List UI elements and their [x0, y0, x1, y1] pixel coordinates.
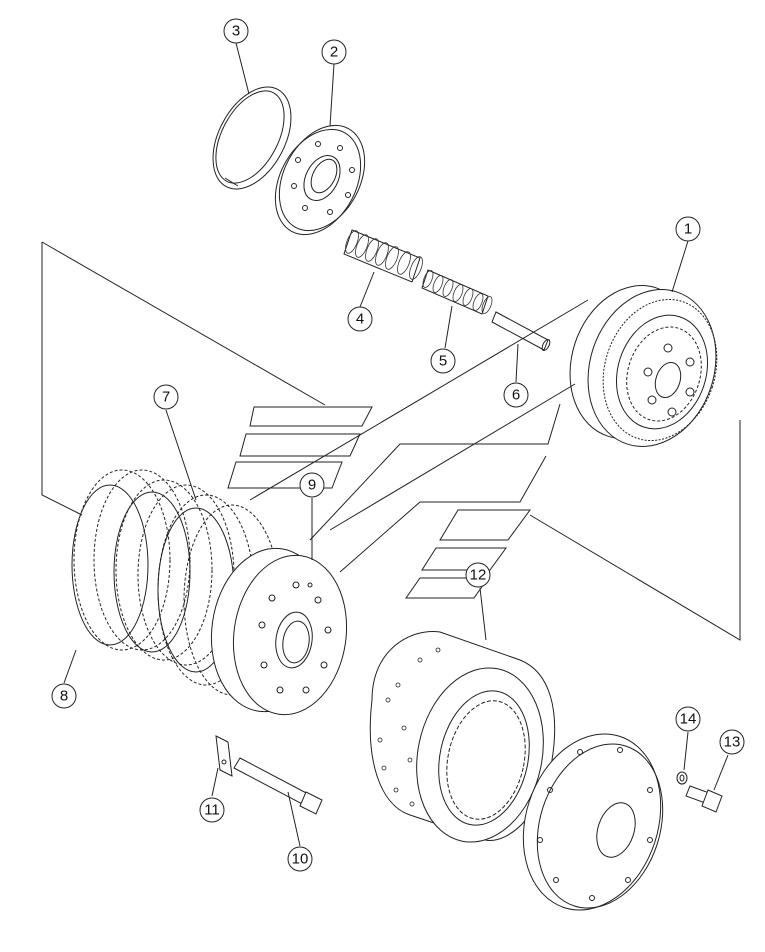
- callout-6: 6: [503, 382, 529, 408]
- cover-plate: [522, 733, 664, 911]
- callout-12: 12: [465, 562, 491, 588]
- callout-3: 3: [223, 18, 249, 44]
- callout-2: 2: [321, 39, 347, 65]
- washer: [676, 771, 688, 785]
- callout-1: 1: [675, 216, 701, 242]
- callout-8: 8: [51, 683, 77, 709]
- ring-gear-hub: [569, 285, 718, 447]
- callout-13: 13: [719, 729, 745, 755]
- leader-lines: [41, 42, 741, 847]
- callout-10-number: 10: [292, 851, 309, 868]
- snap-ring: [212, 86, 292, 190]
- splined-sleeve: [421, 269, 493, 315]
- callout-7-number: 7: [162, 389, 170, 406]
- lock-plate: [215, 735, 233, 777]
- cover-bolt: [685, 785, 723, 813]
- long-bolt: [233, 757, 323, 815]
- callout-5-number: 5: [439, 353, 447, 370]
- callout-3-number: 3: [232, 23, 240, 40]
- callout-10: 10: [287, 846, 313, 872]
- callout-6-number: 6: [512, 387, 520, 404]
- planet-carrier: [210, 547, 348, 716]
- callout-2-number: 2: [330, 44, 338, 61]
- callout-12-number: 12: [470, 567, 487, 584]
- callout-11: 11: [199, 797, 225, 823]
- callout-8-number: 8: [60, 688, 68, 705]
- callout-14: 14: [675, 706, 701, 732]
- callout-1-number: 1: [684, 221, 692, 238]
- callout-14-number: 14: [680, 711, 697, 728]
- spline-shaft: [343, 229, 423, 283]
- pin: [491, 311, 551, 351]
- callout-4-number: 4: [356, 311, 364, 328]
- bearing-plate: [274, 124, 366, 236]
- brake-drum: [369, 631, 556, 843]
- callout-11-number: 11: [204, 802, 220, 819]
- callout-4: 4: [347, 306, 373, 332]
- callout-9-number: 9: [308, 477, 316, 494]
- callout-5: 5: [430, 348, 456, 374]
- callout-9: 9: [299, 472, 325, 498]
- callout-7: 7: [153, 384, 179, 410]
- callout-13-number: 13: [724, 734, 741, 751]
